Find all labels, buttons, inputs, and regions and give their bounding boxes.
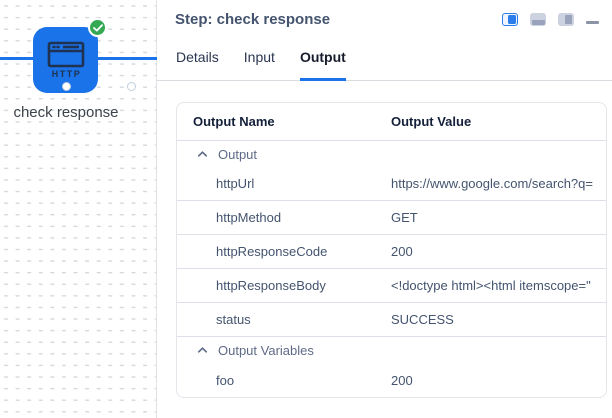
http-step-node[interactable]: HTTP [33,18,136,93]
connection-line-in [0,57,37,60]
output-group-row[interactable]: Output Variables [177,337,606,363]
output-table-body: Output httpUrl https://www.google.com/sear… [177,141,606,397]
output-name: httpResponseBody [216,278,326,293]
group-label: Output Variables [218,342,314,358]
output-value: 200 [391,372,413,388]
bottom-panel-icon[interactable] [530,13,546,27]
chevron-up-icon[interactable] [197,150,208,158]
output-name: httpUrl [216,176,255,191]
tab-output[interactable]: Output [299,49,346,81]
window-controls [490,13,602,27]
output-value: SUCCESS [391,312,454,327]
output-row: httpMethod GET [177,201,606,235]
input-port[interactable] [61,81,71,91]
right-panel-icon[interactable] [558,13,574,27]
output-name: status [216,312,251,327]
panel-header: Step: check response [157,0,612,28]
output-name: httpResponseCode [216,244,328,259]
output-value: <!doctype html><html itemscope=" [391,278,591,293]
minimize-icon[interactable] [586,13,602,27]
http-type-label: HTTP [51,69,82,79]
output-name: foo [216,372,235,388]
output-value: GET [391,210,418,225]
tab-details[interactable]: Details [176,49,219,65]
group-label: Output [218,146,258,162]
node-label: check response [13,104,119,121]
output-row: httpUrl https://www.google.com/search?q= [177,167,606,201]
output-name: httpMethod [216,210,282,225]
column-header-name: Output Name [193,114,275,129]
split-view-icon[interactable] [502,13,518,27]
output-table-header: Output Name Output Value [177,103,606,141]
chevron-up-icon[interactable] [197,346,208,354]
panel-title: Step: check response [175,11,331,28]
output-group-row[interactable]: Output [177,141,606,167]
output-row: status SUCCESS [177,303,606,337]
step-details-panel: Step: check response Details Input Outpu… [156,0,612,418]
output-value: 200 [391,244,413,259]
success-check-icon [88,18,107,37]
output-row: foo 200 [177,363,606,397]
output-row: httpResponseCode 200 [177,235,606,269]
connection-line-out [94,57,157,60]
output-port[interactable] [126,81,136,91]
http-icon: HTTP [46,41,86,79]
tab-bar: Details Input Output [157,49,612,81]
column-header-value: Output Value [391,114,472,129]
output-row: httpResponseBody <!doctype html><html ite… [177,269,606,303]
output-value: https://www.google.com/search?q= [391,176,593,191]
workflow-canvas[interactable]: HTTP check response [0,0,157,418]
tab-input[interactable]: Input [243,49,275,65]
